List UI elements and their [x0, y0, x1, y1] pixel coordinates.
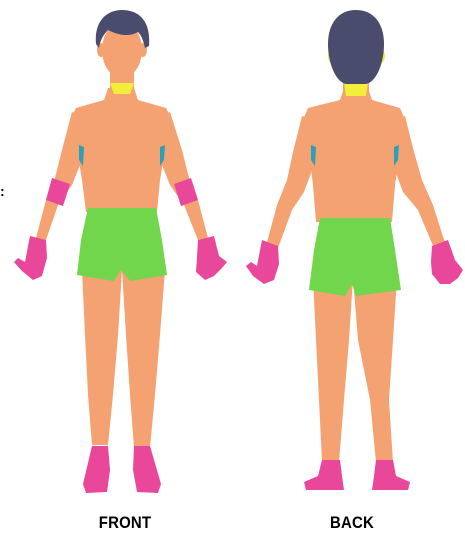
front-figure	[14, 10, 227, 493]
front-left-foot	[83, 446, 110, 493]
back-left-glove	[246, 240, 279, 284]
back-left-foot	[304, 460, 344, 490]
front-neck-band	[110, 83, 134, 94]
front-right-leg	[122, 270, 165, 447]
front-shorts	[77, 208, 167, 281]
back-shorts	[309, 218, 401, 296]
back-hair	[328, 10, 384, 84]
front-left-glove	[14, 236, 47, 280]
front-view-label: FRONT	[96, 513, 154, 533]
back-torso	[302, 88, 406, 222]
back-figure	[246, 10, 463, 490]
back-view-label: BACK	[330, 513, 374, 533]
back-neck-band	[344, 82, 368, 96]
front-right-foot	[133, 446, 161, 493]
front-left-leg	[82, 270, 122, 445]
front-torso	[70, 88, 172, 212]
back-right-foot	[372, 460, 410, 490]
back-left-leg	[313, 278, 353, 462]
back-right-glove	[431, 240, 463, 284]
front-right-glove	[196, 236, 227, 280]
back-right-leg	[353, 278, 397, 462]
